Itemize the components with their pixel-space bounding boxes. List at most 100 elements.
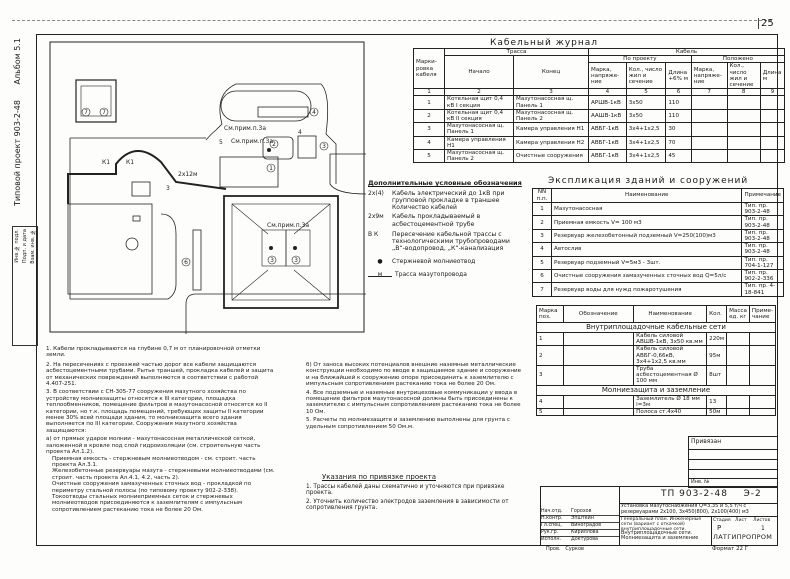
cable-journal-title: Кабельный журнал: [490, 38, 599, 48]
header-name: Наименование: [633, 305, 708, 323]
attached-label: Привязан: [691, 438, 722, 445]
circle-mark: 3: [270, 257, 274, 264]
sheets-label: Листов: [753, 518, 771, 523]
note: 5. Расчеты по молниезащите и заземлению …: [306, 417, 510, 430]
building-4-top: [257, 106, 309, 118]
plan-label: 3: [166, 185, 170, 192]
col-num: 7: [690, 88, 728, 97]
notes-left: 1. Кабели прокладываются на глубине 0,7 …: [46, 346, 276, 513]
plan-label: 2х12м: [178, 171, 198, 178]
plan-border: [49, 41, 365, 333]
drawing-code: ТП 903-2-48 Э-2: [661, 489, 762, 499]
road: [205, 83, 337, 184]
plan-label: 4: [298, 129, 302, 136]
col-num: 6: [665, 88, 692, 97]
plan-label: К1: [102, 159, 110, 166]
organization: ЛАТГИПРОПРОМ: [713, 533, 773, 541]
building-6: [192, 229, 202, 291]
col-num: 1: [413, 88, 445, 97]
header-brand2: Марка, напряже-ние: [690, 62, 728, 90]
header-laid: Положено: [690, 55, 786, 64]
cable-symbol: 2x(4): [368, 190, 384, 197]
signer-name: Эпштейн: [571, 516, 594, 521]
circle-mark: 3: [322, 143, 326, 150]
header-remark: Приме-чание: [748, 305, 777, 323]
binding-title: Указания по привязке проекта: [322, 473, 437, 481]
signer-name: Горохов: [571, 509, 592, 514]
note: 4. Все подземные и наземные внутрицеховы…: [306, 389, 521, 415]
binding-instructions: Указания по привязке проекта 1. Трассы к…: [306, 474, 516, 512]
circle-mark: 3: [294, 257, 298, 264]
drawing-name: Генеральный план. Инженерные сети (вариа…: [621, 517, 702, 533]
col-num: 3: [513, 88, 589, 97]
building-3-small: [297, 135, 317, 159]
header-section: Кол., число жил и сечение: [625, 62, 667, 90]
building-boiler-body: [67, 203, 153, 295]
sheet-code: Э-2: [743, 489, 762, 499]
explication-title: Экспликация зданий и сооружений: [548, 176, 749, 186]
oval-loop: [220, 90, 312, 122]
plan-label: См.прим.п.3а: [267, 222, 309, 229]
circle-mark: 1: [269, 165, 273, 172]
plan-label: См.прим.п.3а: [231, 138, 273, 145]
project-label: Типовой проект 903-2-48: [13, 100, 22, 207]
stage-value: Р: [717, 524, 722, 532]
legend-item: ●Стержневой молниеотвод: [368, 258, 528, 265]
instruction: 2. Уточнить количество электродов заземл…: [306, 498, 509, 512]
drawing-name-2: Внутриплощадочные сети. Молниезащита и з…: [621, 530, 699, 542]
note: Очистные сооружения замазученных сточных…: [52, 481, 252, 494]
stamp-column: Инв.№ подл. Подп. и дата Взам. инв. №: [12, 226, 38, 346]
stamp-cell: Подп. и дата: [22, 229, 28, 264]
reservoir-area: [223, 195, 339, 309]
inner-frame-top: [12, 20, 772, 21]
header-brand: Марка, напряже-ние: [588, 62, 627, 90]
format-label: Формат 22 Г: [712, 546, 749, 552]
legend-title: Дополнительные условные обозначения: [368, 179, 522, 187]
header-qty: Кол.: [706, 305, 728, 323]
legend: Дополнительные условные обозначения 2x(4…: [368, 180, 528, 278]
circle-mark: 6: [184, 259, 188, 266]
circle-mark: 7: [84, 109, 88, 116]
note: Железобетонные резервуары мазута - стерж…: [52, 468, 275, 481]
col-num: 5: [625, 88, 667, 97]
header-mass: Масса ед. кг: [726, 305, 750, 323]
header-section2: Кол., число жил и сечение: [726, 62, 761, 90]
building-1: [219, 156, 279, 188]
note: Токоотводы стальных молниеприемных сеток…: [52, 493, 243, 513]
sheet-number: 25: [758, 18, 774, 29]
building-2: [262, 136, 294, 160]
signer-name: Кириллова: [571, 530, 599, 535]
section-title: Внутриплощадочные кабельные сети: [536, 322, 776, 333]
signer-name: Виноградов: [571, 523, 602, 528]
header-marking: Марки-ровка кабеля: [413, 47, 445, 90]
note: 1. Кабели прокладываются на глубине 0,7 …: [46, 346, 261, 359]
col-num: 2: [444, 88, 514, 97]
site-plan: К1 К1 2х12м 3 См.прим.п.3а См.прим.п.3а …: [49, 41, 366, 334]
header-nn: NN п.п.: [532, 188, 552, 203]
note: 2. На пересечениях с проезжей частью дор…: [46, 361, 274, 388]
title-block: Нач.отд.Горохов Н.контр.Эпштейн Гл.спец.…: [540, 486, 778, 546]
header-length2: Длина м: [759, 62, 786, 90]
header-name: Наименование: [550, 188, 743, 203]
road-bottom: [185, 293, 366, 334]
legend-item: 2x(4)Кабель электрический до 1кВ при гру…: [368, 190, 505, 205]
specification-table: Марка поз. Обозначение Наименование Кол.…: [536, 305, 777, 417]
note: 3. В соответствии с СН-305-77 сооружения…: [46, 389, 268, 434]
crossing-symbol: В К: [368, 230, 379, 238]
road-left: [69, 137, 206, 300]
note: Приемная емкость - стержневым молниеотво…: [52, 455, 256, 468]
